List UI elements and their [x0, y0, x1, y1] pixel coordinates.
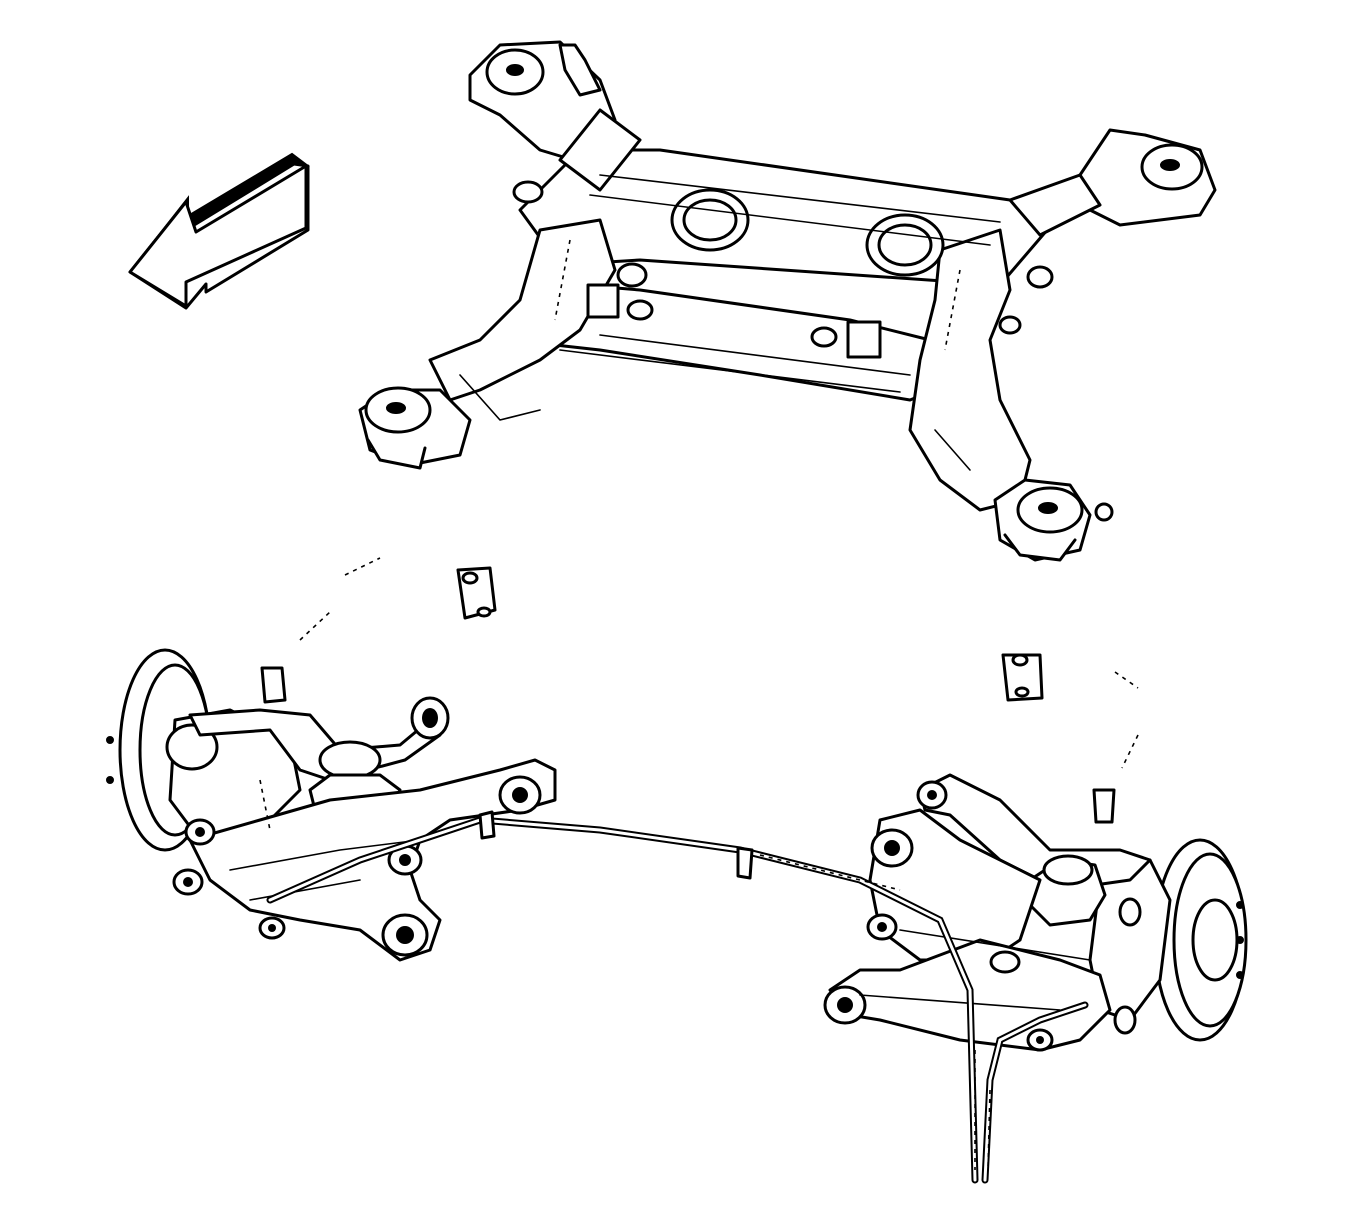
crossmember: [358, 40, 1217, 562]
stabilizer-bar: [260, 548, 1145, 824]
direction-arrow-icon: [128, 152, 310, 310]
right-knuckle-assembly: [823, 773, 1248, 1052]
left-knuckle-assembly: [106, 648, 557, 962]
brake-cables: [266, 810, 1089, 1184]
